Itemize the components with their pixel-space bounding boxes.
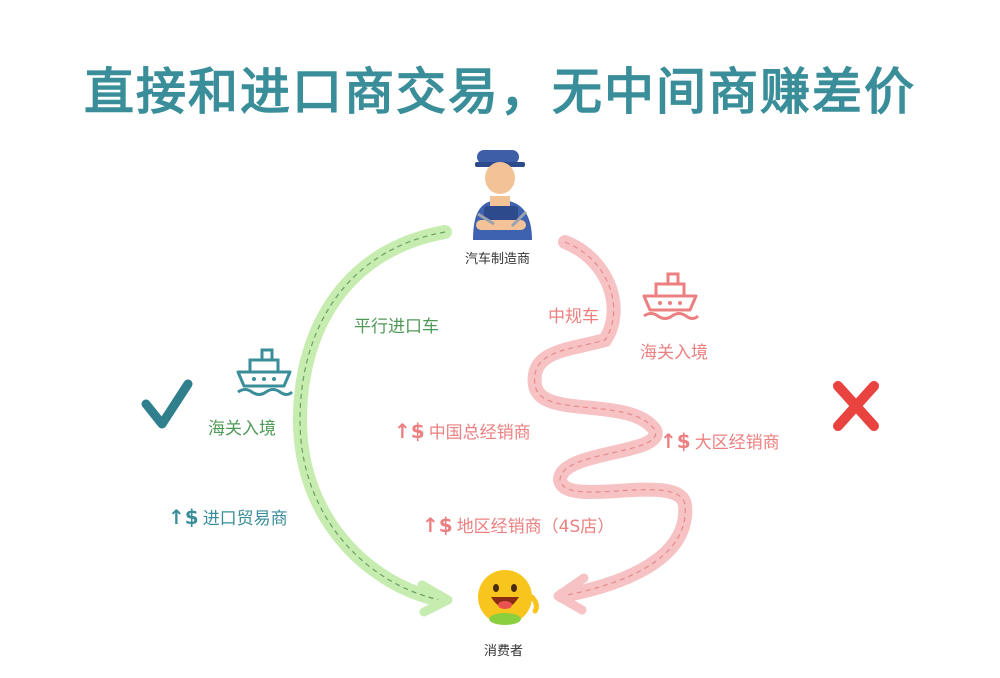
price-up-icon: ↑$ — [660, 429, 691, 453]
cross-icon — [833, 381, 879, 431]
regional-distributor-label: 大区经销商 — [694, 433, 780, 453]
ship-icon — [236, 348, 294, 396]
import-trader-step: ↑$进口贸易商 — [168, 504, 288, 529]
general-distributor-label: 中国总经销商 — [428, 423, 531, 443]
page-title: 直接和进口商交易，无中间商赚差价 — [84, 63, 916, 121]
regional-distributor-step: ↑$大区经销商 — [660, 428, 780, 453]
right-customs-label: 海关入境 — [640, 343, 708, 363]
left-customs-label: 海关入境 — [208, 419, 276, 439]
green-path-dash — [299, 231, 446, 601]
green-path-band — [292, 225, 452, 607]
price-up-icon: ↑$ — [394, 419, 425, 443]
pink-path-dash — [534, 241, 686, 597]
consumer-label: 消费者 — [484, 644, 524, 659]
smiley-icon — [478, 570, 539, 625]
green-arrowhead — [417, 580, 453, 617]
import-trader-label: 进口贸易商 — [202, 509, 288, 529]
check-icon — [141, 379, 193, 429]
ship-icon — [642, 272, 700, 320]
price-up-icon: ↑$ — [422, 513, 453, 537]
manufacturer-label: 汽车制造商 — [465, 252, 531, 267]
mechanic-icon — [473, 150, 532, 240]
general-distributor-step: ↑$中国总经销商 — [394, 418, 531, 443]
local-dealer-label: 地区经销商（4S店） — [456, 517, 615, 537]
pink-arrowhead — [553, 573, 589, 615]
parallel-import-label: 平行进口车 — [354, 317, 439, 337]
local-dealer-step: ↑$地区经销商（4S店） — [422, 512, 614, 537]
official-import-label: 中规车 — [548, 307, 599, 327]
price-up-icon: ↑$ — [168, 505, 199, 529]
